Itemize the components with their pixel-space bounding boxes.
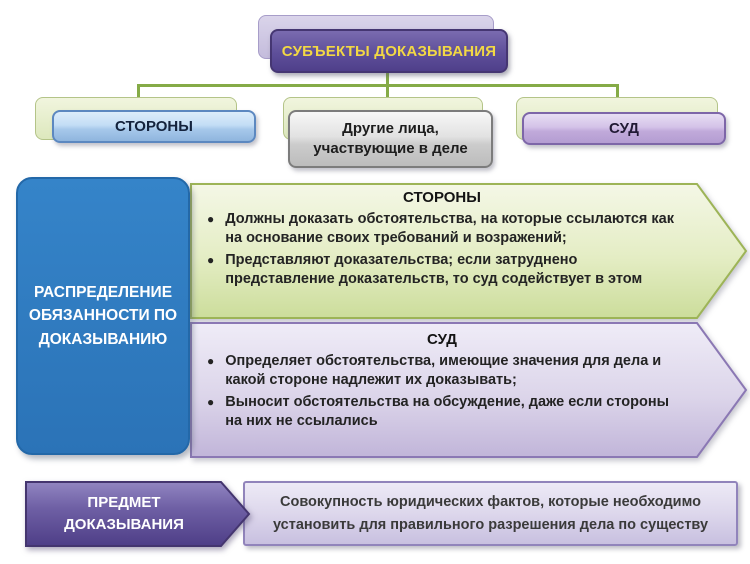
parties-bullet-1-text: Должны доказать обстоятельства, на котор… xyxy=(225,211,674,247)
parties-bullet-1: ● Должны доказать обстоятельства, на кот… xyxy=(207,210,677,248)
bullet-icon: ● xyxy=(207,212,215,226)
subject-matter-arrow-shape xyxy=(25,481,251,547)
tree-connector-root-stem xyxy=(386,72,389,86)
node-others: Другие лица, участвующие в деле xyxy=(288,110,493,168)
node-others-label: Другие лица, участвующие в деле xyxy=(313,119,468,157)
bullet-icon: ● xyxy=(207,354,215,368)
parties-bullet-2-text: Представляют доказательства; если затруд… xyxy=(225,252,643,288)
tree-connector-drop-left xyxy=(137,84,140,99)
subject-matter-definition-text: Совокупность юридических фактов, которые… xyxy=(272,494,709,533)
node-parties: СТОРОНЫ xyxy=(52,110,256,143)
node-court: СУД xyxy=(522,112,726,145)
court-bullet-1-text: Определяет обстоятельства, имеющие значе… xyxy=(225,353,662,389)
court-panel-title: СУД xyxy=(427,331,457,348)
node-parties-label: СТОРОНЫ xyxy=(115,118,193,135)
node-court-label: СУД xyxy=(609,120,639,137)
court-bullet-2: ● Выносит обстоятельства на обсуждение, … xyxy=(207,393,677,431)
subject-matter-arrow-box: ПРЕДМЕТ ДОКАЗЫВАНИЯ xyxy=(25,481,249,547)
tree-connector-drop-middle xyxy=(386,84,389,99)
tree-connector-horizontal xyxy=(137,84,619,87)
parties-panel-title: СТОРОНЫ xyxy=(403,189,481,206)
tree-connector-drop-right xyxy=(616,84,619,99)
court-bullet-2-text: Выносит обстоятельства на обсуждение, да… xyxy=(225,394,669,430)
bullet-icon: ● xyxy=(207,395,215,410)
subject-matter-label: ПРЕДМЕТ ДОКАЗЫВАНИЯ xyxy=(64,493,184,534)
parties-panel-chevron-shape xyxy=(190,183,748,319)
subject-matter-definition-box: Совокупность юридических фактов, которые… xyxy=(243,481,738,546)
parties-bullet-2: ● Представляют доказательства; если затр… xyxy=(207,251,677,289)
root-node: СУБЪЕКТЫ ДОКАЗЫВАНИЯ xyxy=(270,29,508,73)
court-bullet-1: ● Определяет обстоятельства, имеющие зна… xyxy=(207,352,677,390)
distribution-header-box: РАСПРЕДЕЛЕНИЕ ОБЯЗАННОСТИ ПО ДОКАЗЫВАНИЮ xyxy=(16,177,190,455)
court-panel-chevron-shape xyxy=(190,322,748,458)
parties-panel: СТОРОНЫ ● Должны доказать обстоятельства… xyxy=(207,189,677,293)
bullet-icon: ● xyxy=(207,253,215,268)
court-panel: СУД ● Определяет обстоятельства, имеющие… xyxy=(207,331,677,435)
root-node-label: СУБЪЕКТЫ ДОКАЗЫВАНИЯ xyxy=(281,42,497,60)
distribution-header-label: РАСПРЕДЕЛЕНИЕ ОБЯЗАННОСТИ ПО ДОКАЗЫВАНИЮ xyxy=(28,284,178,348)
